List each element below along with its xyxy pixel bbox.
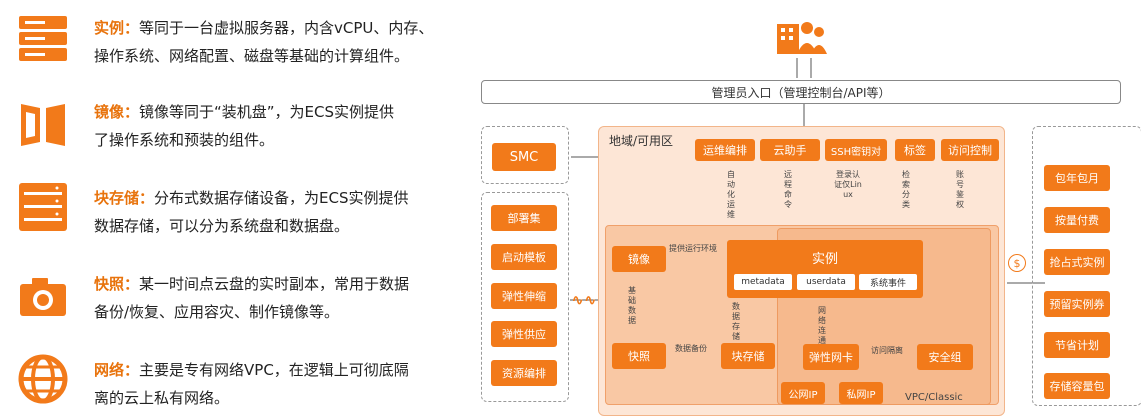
image-button[interactable]: 镜像 [612,246,666,272]
security-group-button[interactable]: 安全组 [917,344,973,370]
service-note: 账号鉴权 [956,170,964,209]
feature-line1: 主要是专有网络VPC，在逻辑上可彻底隔 [139,361,409,379]
storage-capacity-button[interactable]: 存储容量包 [1044,373,1110,399]
snapshot-note: 基础数据 [628,286,636,325]
private-ip-button[interactable]: 私网IP [839,382,883,404]
access-control-button[interactable]: 访问控制 [941,139,999,161]
smc-panel [481,126,569,184]
globe-icon [18,354,68,404]
feature-title: 实例： [94,19,140,37]
feature-text: 网络：主要是专有网络VPC，在逻辑上可彻底隔 离的云上私有网络。 [94,356,439,412]
service-note: 远程命令 [784,170,792,209]
eni-note: 网络连通 [818,306,826,345]
feature-line2: 操作系统、网络配置、磁盘等基础的计算组件。 [94,47,410,65]
image-mirror-icon [18,98,68,148]
service-note: 登录认证仅Linux [834,170,862,199]
feature-title: 快照： [94,275,140,293]
snapshot-button[interactable]: 快照 [612,343,666,369]
elastic-provision-button[interactable]: 弹性供应 [491,321,557,347]
feature-title: 镜像： [94,103,140,121]
feature-text: 实例：等同于一台虚拟服务器，内含vCPU、内存、 操作系统、网络配置、磁盘等基础… [94,14,439,70]
service-note: 检索分类 [902,170,910,209]
storage-note: 数据存储 [732,302,740,341]
feature-title: 块存储： [94,189,155,207]
administrator-icon [773,14,829,56]
feature-line1: 分布式数据存储设备，为ECS实例提供 [154,189,409,207]
ssh-keypair-button[interactable]: SSH密钥对 [825,139,887,161]
camera-icon [18,272,68,322]
admin-entry-bar[interactable]: 管理员入口（管理控制台/API等） [481,80,1121,104]
service-note: 自动化运维 [727,170,735,219]
auto-scaling-button[interactable]: 弹性伸缩 [491,283,557,309]
smc-button[interactable]: SMC [492,143,556,171]
feature-text: 快照：某一时间点云盘的实时副本，常用于数据 备份/恢复、应用容灾、制作镜像等。 [94,270,439,326]
isolation-note: 访问隔离 [871,346,903,355]
server-icon [18,14,68,64]
pay-as-you-go-button[interactable]: 按量付费 [1044,207,1110,233]
feature-title: 网络： [94,361,140,379]
feature-text: 块存储：分布式数据存储设备，为ECS实例提供 数据存储，可以分为系统盘和数据盘。 [94,184,439,240]
block-storage-button[interactable]: 块存储 [721,343,775,369]
reserved-instance-button[interactable]: 预留实例券 [1044,291,1110,317]
feature-line1: 镜像等同于“装机盘”，为ECS实例提供 [139,103,395,121]
ecs-architecture-diagram: 管理员入口（管理控制台/API等） SMC 部署集 启动模板 弹性伸缩 弹性供应… [455,0,1141,416]
subscription-button[interactable]: 包年包月 [1044,165,1110,191]
system-events-item[interactable]: 系统事件 [859,274,917,290]
savings-plan-button[interactable]: 节省计划 [1044,332,1110,358]
feature-line2: 离的云上私有网络。 [94,389,230,407]
resource-orchestration-button[interactable]: 资源编排 [491,360,557,386]
deploy-set-button[interactable]: 部署集 [491,205,557,231]
feature-list: 实例：等同于一台虚拟服务器，内含vCPU、内存、 操作系统、网络配置、磁盘等基础… [0,0,450,407]
feature-text: 镜像：镜像等同于“装机盘”，为ECS实例提供 了操作系统和预装的组件。 [94,98,439,154]
eni-button[interactable]: 弹性网卡 [803,344,859,370]
feature-line1: 某一时间点云盘的实时副本，常用于数据 [139,275,410,293]
wave-icon: ∿∿ [571,291,597,309]
tag-button[interactable]: 标签 [895,139,935,161]
preemptible-instance-button[interactable]: 抢占式实例 [1044,249,1110,275]
feature-line2: 数据存储，可以分为系统盘和数据盘。 [94,217,350,235]
dollar-icon: $ [1008,254,1026,272]
image-note: 提供运行环境 [669,244,717,253]
vpc-label: VPC/Classic [905,392,963,403]
ops-orchestration-button[interactable]: 运维编排 [695,139,755,161]
feature-line2: 了操作系统和预装的组件。 [94,131,275,149]
feature-line2: 备份/恢复、应用容灾、制作镜像等。 [94,303,340,321]
feature-line1: 等同于一台虚拟服务器，内含vCPU、内存、 [139,19,434,37]
userdata-item[interactable]: userdata [797,274,855,290]
region-label: 地域/可用区 [609,133,674,148]
cloud-assistant-button[interactable]: 云助手 [760,139,820,161]
metadata-item[interactable]: metadata [734,274,792,290]
backup-note: 数据备份 [675,344,707,353]
public-ip-button[interactable]: 公网IP [781,382,825,404]
block-storage-icon [18,182,68,232]
launch-template-button[interactable]: 启动模板 [491,244,557,270]
